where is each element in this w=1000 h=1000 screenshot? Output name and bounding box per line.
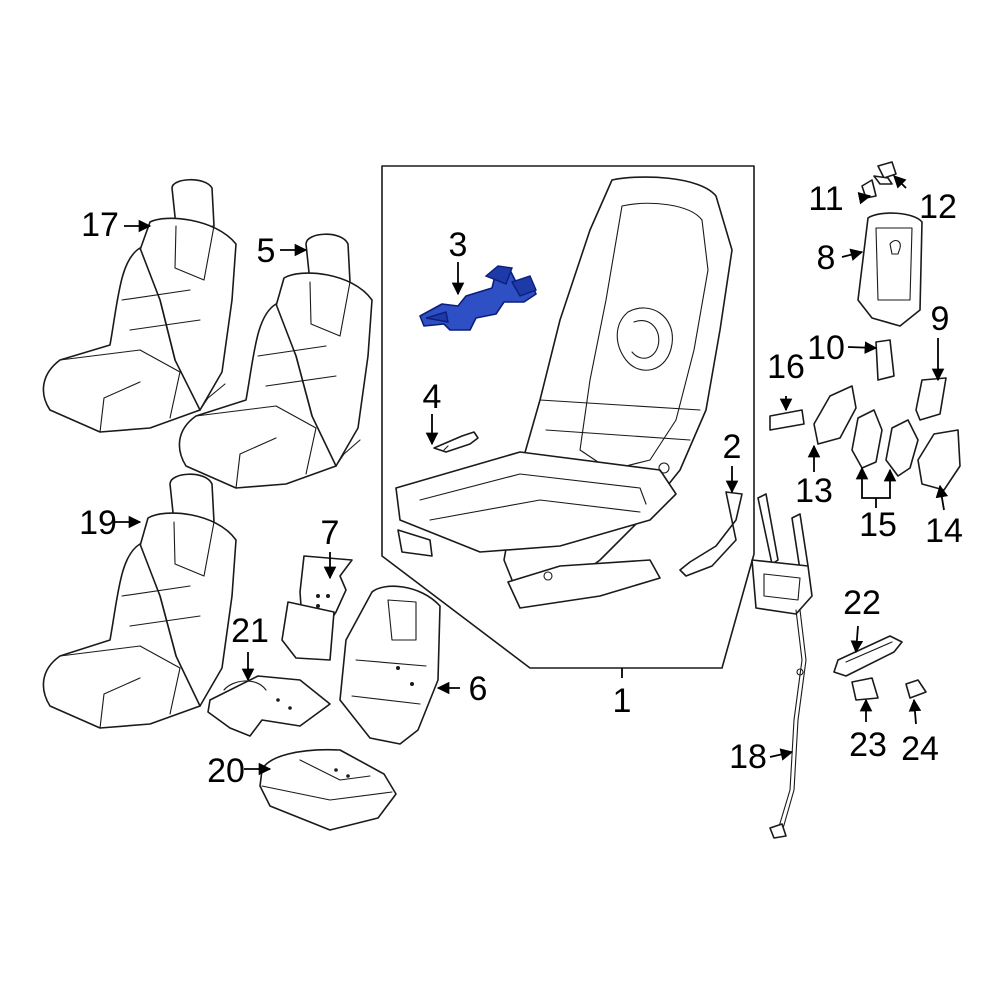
seat-frame-group-box — [381, 165, 755, 669]
seat-switch-harness-18[interactable] — [751, 493, 813, 839]
callout-16: 16 — [767, 348, 805, 386]
part-22[interactable] — [833, 635, 903, 677]
part-9[interactable] — [915, 377, 947, 421]
part-10[interactable] — [875, 339, 895, 381]
callout-24: 24 — [901, 730, 939, 768]
callout-18: 18 — [729, 738, 767, 776]
callout-12: 12 — [919, 188, 957, 226]
callout-19: 19 — [79, 504, 117, 542]
seat-frame-1[interactable] — [395, 176, 733, 609]
part-14[interactable] — [917, 429, 961, 491]
side-trim-2[interactable] — [679, 491, 743, 577]
back-panel-8[interactable] — [857, 212, 923, 327]
callout-5: 5 — [257, 232, 276, 270]
callout-11: 11 — [808, 180, 843, 218]
part-15a[interactable] — [851, 409, 883, 469]
seat-assembly-17[interactable] — [42, 178, 237, 433]
callout-13: 13 — [795, 472, 833, 510]
part-23[interactable] — [851, 677, 879, 701]
leader-lines — [114, 175, 949, 776]
callout-6: 6 — [469, 670, 488, 708]
cushion-heater-21[interactable] — [207, 675, 331, 737]
callout-22: 22 — [843, 584, 881, 622]
callout-3: 3 — [449, 226, 468, 264]
part-24[interactable] — [905, 679, 927, 699]
part-16[interactable] — [769, 409, 805, 431]
callout-10: 10 — [807, 329, 845, 367]
seat-assembly-19[interactable] — [42, 473, 237, 729]
callout-17: 17 — [81, 206, 119, 244]
callout-14: 14 — [925, 512, 963, 550]
callout-labels: 1 2 3 4 5 6 7 8 9 10 11 12 13 14 15 16 1… — [79, 180, 963, 790]
callout-8: 8 — [817, 239, 836, 277]
part-12[interactable] — [873, 161, 897, 185]
part-15b[interactable] — [885, 419, 919, 477]
seat-assembly-5[interactable] — [178, 233, 373, 489]
callout-4: 4 — [423, 378, 442, 416]
callout-20: 20 — [207, 752, 245, 790]
callout-21: 21 — [231, 612, 269, 650]
part-13[interactable] — [813, 385, 857, 445]
backrest-frame-pad-6[interactable] — [339, 585, 441, 745]
callout-15: 15 — [859, 506, 897, 544]
cable-clip-4[interactable] — [433, 431, 479, 453]
seat-frame-bracket-3-highlighted[interactable] — [419, 265, 537, 331]
callout-7: 7 — [321, 514, 340, 552]
callout-1: 1 — [613, 682, 632, 720]
seat-cushion-pad-20[interactable] — [259, 748, 397, 831]
callout-2: 2 — [723, 428, 742, 466]
callout-23: 23 — [849, 726, 887, 764]
backrest-pad-7[interactable] — [281, 555, 353, 661]
callout-9: 9 — [931, 300, 950, 338]
